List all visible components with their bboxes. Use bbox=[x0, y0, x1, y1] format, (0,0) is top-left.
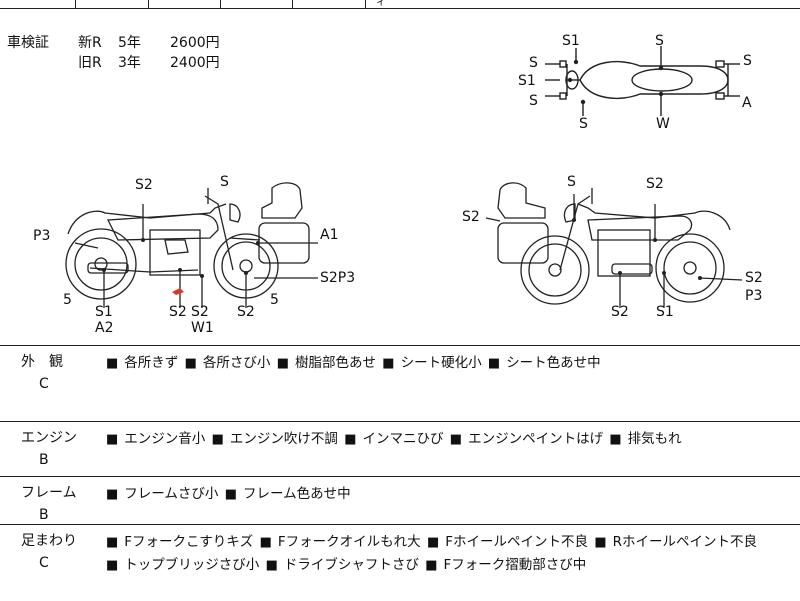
cell-divider bbox=[75, 0, 76, 8]
condition-item: ■各所きず bbox=[106, 355, 179, 371]
section-exterior: 外 観 C ■各所きず ■各所さび小 ■樹脂部色あせ ■シート硬化小 ■シート色… bbox=[0, 345, 800, 422]
condition-item: ■Fフォークオイルもれ大 bbox=[259, 534, 421, 550]
section-items: ■Fフォークこすりキズ ■Fフォークオイルもれ大 ■Fホイールペイント不良 ■R… bbox=[104, 531, 794, 577]
shaken-years-old: 3年 bbox=[118, 55, 141, 71]
condition-item: ■インマニひび bbox=[344, 431, 444, 447]
cell-divider bbox=[220, 0, 221, 8]
shaken-years-new: 5年 bbox=[118, 35, 141, 51]
left-label: S bbox=[220, 174, 229, 190]
motorcycle-left-side-icon bbox=[65, 182, 318, 308]
cell-divider bbox=[292, 0, 293, 8]
section-items: ■各所きず ■各所さび小 ■樹脂部色あせ ■シート硬化小 ■シート色あせ中 bbox=[104, 352, 794, 375]
right-label: S2 bbox=[745, 270, 763, 286]
condition-item: ■エンジン吹け不調 bbox=[211, 431, 338, 447]
section-grade: C bbox=[39, 376, 49, 392]
left-label: S2 bbox=[191, 304, 209, 320]
left-label: S2P3 bbox=[320, 270, 356, 286]
motorcycle-right-side-icon bbox=[485, 182, 743, 308]
top-label: W bbox=[656, 116, 670, 132]
left-label: S2 bbox=[237, 304, 255, 320]
section-suspension: 足まわり C ■Fフォークこすりキズ ■Fフォークオイルもれ大 ■Fホイールペイ… bbox=[0, 524, 800, 601]
shaken-price-old: 2400円 bbox=[170, 55, 220, 71]
damage-diagram-section: 車検証 新R 5年 2600円 旧R 3年 2400円 bbox=[0, 8, 800, 345]
left-label: S2 bbox=[169, 304, 187, 320]
section-category: エンジン bbox=[21, 430, 77, 446]
section-engine: エンジン B ■エンジン音小 ■エンジン吹け不調 ■インマニひび ■エンジンペイ… bbox=[0, 421, 800, 477]
condition-item: ■Fフォークこすりキズ bbox=[106, 534, 254, 550]
condition-item: ■各所さび小 bbox=[184, 355, 271, 371]
motorcycle-top-view-icon bbox=[545, 46, 740, 116]
left-label: A2 bbox=[95, 320, 114, 336]
shaken-type-old: 旧R bbox=[78, 55, 102, 71]
right-label: S2 bbox=[646, 176, 664, 192]
cell-divider bbox=[148, 0, 149, 8]
section-grade: B bbox=[39, 507, 49, 523]
condition-item: ■シート色あせ中 bbox=[487, 355, 601, 371]
condition-item: ■ドライブシャフトさび bbox=[265, 557, 419, 573]
section-frame: フレーム B ■フレームさび小 ■フレーム色あせ中 bbox=[0, 476, 800, 525]
section-items: ■フレームさび小 ■フレーム色あせ中 bbox=[104, 483, 794, 506]
condition-item: ■トップブリッジさび小 bbox=[106, 557, 260, 573]
section-category: 外 観 bbox=[21, 354, 63, 370]
top-label: S bbox=[655, 33, 664, 49]
left-label: W1 bbox=[191, 320, 214, 336]
condition-item: ■Fホイールペイント不良 bbox=[426, 534, 589, 550]
left-label: S1 bbox=[95, 304, 113, 320]
condition-item: ■シート硬化小 bbox=[382, 355, 482, 371]
condition-item: ■エンジンペイントはげ bbox=[449, 431, 604, 447]
condition-item: ■フレームさび小 bbox=[106, 486, 219, 502]
left-label: S2 bbox=[135, 177, 153, 193]
condition-item: ■Fフォーク摺動部さび中 bbox=[425, 557, 587, 573]
section-items: ■エンジン音小 ■エンジン吹け不調 ■インマニひび ■エンジンペイントはげ ■排… bbox=[104, 428, 794, 451]
top-label: S bbox=[743, 53, 752, 69]
section-grade: B bbox=[39, 452, 49, 468]
section-category: フレーム bbox=[21, 485, 77, 501]
condition-item: ■フレーム色あせ中 bbox=[224, 486, 351, 502]
condition-item: ■エンジン音小 bbox=[106, 431, 206, 447]
top-label: S bbox=[579, 116, 588, 132]
condition-item: ■排気もれ bbox=[609, 431, 682, 447]
right-label: S1 bbox=[656, 304, 674, 320]
left-label: A1 bbox=[320, 227, 339, 243]
condition-item: ■Rホイールペイント不良 bbox=[594, 534, 757, 550]
section-grade: C bbox=[39, 555, 49, 571]
top-label: S bbox=[529, 55, 538, 71]
shaken-price-new: 2600円 bbox=[170, 35, 220, 51]
condition-item: ■樹脂部色あせ bbox=[276, 355, 376, 371]
top-label: A bbox=[742, 95, 752, 111]
right-label: S bbox=[567, 174, 576, 190]
top-label: S1 bbox=[518, 73, 536, 89]
top-label: S1 bbox=[562, 33, 580, 49]
top-table-edge: ィ bbox=[0, 0, 800, 9]
cell-divider bbox=[365, 0, 366, 8]
top-cut-text: ィ bbox=[376, 0, 386, 8]
right-label: S2 bbox=[611, 304, 629, 320]
shaken-type-new: 新R bbox=[78, 35, 102, 51]
left-label: 5 bbox=[63, 292, 72, 308]
section-category: 足まわり bbox=[21, 533, 77, 549]
top-label: S bbox=[529, 93, 538, 109]
right-label: S2 bbox=[462, 209, 480, 225]
left-label: 5 bbox=[270, 292, 279, 308]
left-label: P3 bbox=[33, 228, 51, 244]
right-label: P3 bbox=[745, 288, 763, 304]
shaken-label: 車検証 bbox=[7, 35, 49, 51]
